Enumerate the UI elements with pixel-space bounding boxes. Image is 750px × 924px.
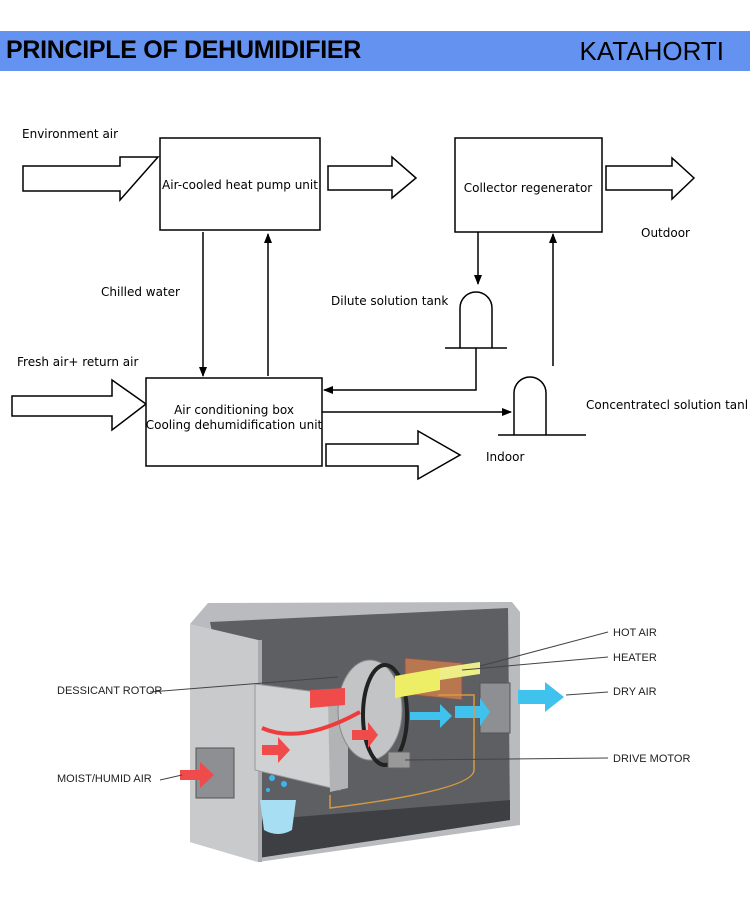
ac-box <box>145 377 323 467</box>
brand-name: KATAHORTI <box>579 36 724 66</box>
heater-label: HEATER <box>613 652 657 664</box>
header-banner: PRINCIPLE OF DEHUMIDIFIER KATAHORTI <box>0 31 750 71</box>
concentrated-tank <box>513 376 547 435</box>
dessicant-rotor-label: DESSICANT ROTOR <box>57 685 162 697</box>
page-title: PRINCIPLE OF DEHUMIDIFIER <box>6 36 362 64</box>
dilute-tank <box>459 291 493 348</box>
indoor-arrow <box>325 429 462 481</box>
environment-air-arrow <box>22 156 160 202</box>
dehumidifier-illustration <box>180 602 564 862</box>
collector-label: Collector regenerator <box>464 181 593 195</box>
heat-pump-label: Air-cooled heat pump unit <box>162 178 318 192</box>
environment-air-label: Environment air <box>22 127 118 141</box>
dilute-tank-label: Dilute solution tank <box>331 294 448 308</box>
concentrated-tank-label: Concentratecl solution tanl <box>586 398 748 412</box>
outdoor-arrow <box>605 156 696 201</box>
moist-air-label: MOIST/HUMID AIR <box>57 773 152 785</box>
heatpump-out-arrow <box>327 155 418 200</box>
dry-air-label: DRY AIR <box>613 686 657 698</box>
drive-motor-label: DRIVE MOTOR <box>613 753 690 765</box>
fresh-air-label: Fresh air+ return air <box>17 355 138 369</box>
outdoor-label: Outdoor <box>641 226 690 240</box>
hot-air-label: HOT AIR <box>613 627 657 639</box>
indoor-label: Indoor <box>486 450 524 464</box>
chilled-water-label: Chilled water <box>101 285 180 299</box>
ac-box-label-1: Air conditioning box <box>174 403 294 417</box>
ac-box-label-2: Cooling dehumidification unit <box>146 418 323 432</box>
collector-box <box>454 137 603 233</box>
fresh-air-arrow <box>11 378 148 432</box>
heat-pump-box <box>159 137 321 231</box>
